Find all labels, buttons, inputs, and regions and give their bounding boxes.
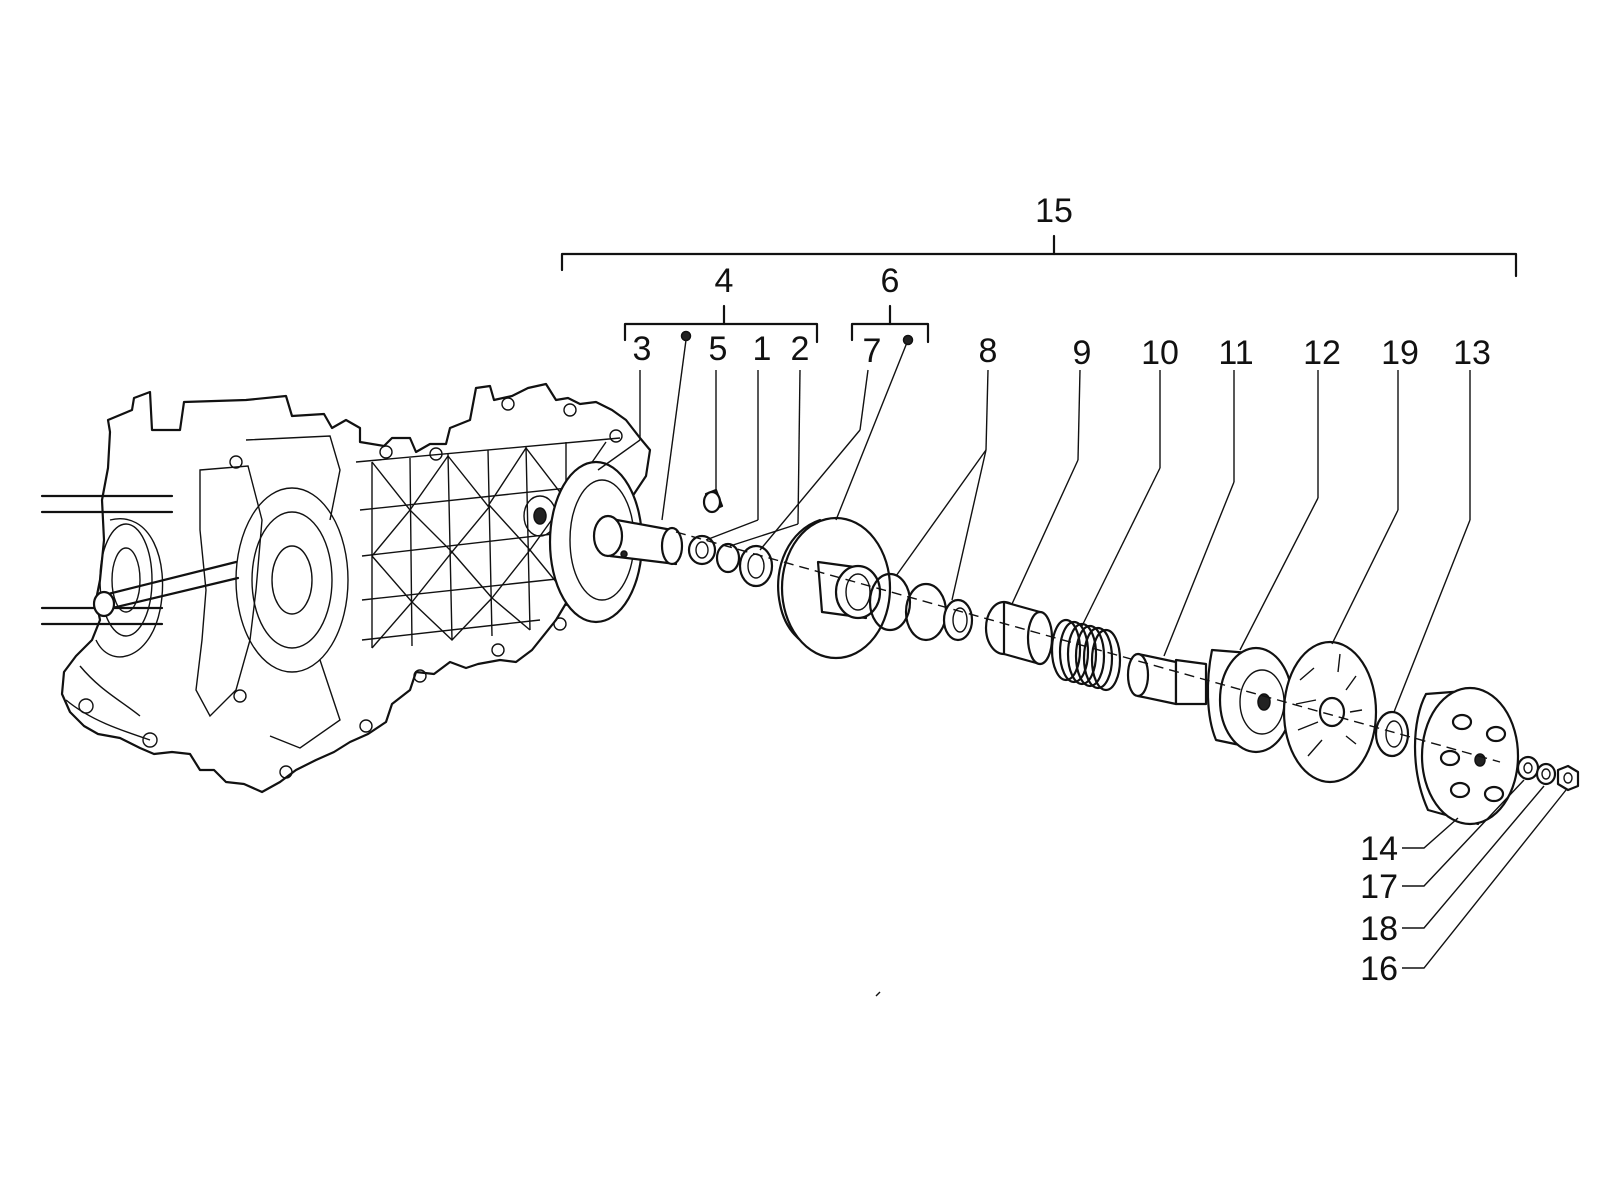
part-10-spring: [1050, 618, 1122, 692]
group-bracket-6: [850, 304, 930, 344]
marker-dot-4: [680, 330, 692, 342]
part-3-fixed-half-pulley: [548, 460, 684, 624]
part-2-ring: [715, 542, 741, 574]
part-14-clutch-bell: [1413, 686, 1520, 826]
part-9-spacer: [984, 600, 1054, 666]
part-17-washer: [1516, 755, 1540, 781]
assembly-axis: [675, 531, 1501, 763]
label-10: 10: [1141, 334, 1179, 372]
label-16: 16: [1360, 950, 1398, 988]
label-6: 6: [881, 262, 900, 300]
label-13: 13: [1453, 334, 1491, 372]
label-18: 18: [1360, 910, 1398, 948]
part-19-fan-plate: [1282, 640, 1378, 784]
label-5: 5: [709, 330, 728, 368]
label-1: 1: [753, 330, 772, 368]
label-17: 17: [1360, 868, 1398, 906]
marker-dot-6: [902, 334, 914, 346]
part-13-bearing: [1374, 710, 1410, 758]
label-12: 12: [1303, 334, 1341, 372]
label-7: 7: [863, 332, 882, 370]
label-2: 2: [791, 330, 810, 368]
part-7-bushing: [738, 544, 774, 588]
part-6-movable-half-pulley: [777, 516, 892, 660]
label-15: 15: [1035, 192, 1073, 230]
label-14: 14: [1360, 830, 1398, 868]
group-bracket-15: [560, 234, 1518, 278]
part-12-clutch: [1206, 646, 1294, 754]
label-4: 4: [715, 262, 734, 300]
group-bracket-4: [623, 304, 819, 344]
part-5-screw: [702, 488, 724, 514]
label-9: 9: [1073, 334, 1092, 372]
part-16-nut: [1556, 764, 1580, 792]
part-18-washer: [1535, 762, 1557, 786]
stray-mark: [875, 991, 881, 997]
part-8-rings: [868, 572, 974, 642]
label-8: 8: [979, 332, 998, 370]
label-19: 19: [1381, 334, 1419, 372]
part-11-sleeve: [1126, 652, 1208, 706]
engine-crankcase: [60, 382, 652, 794]
part-1-ring: [687, 534, 717, 566]
crankshaft-rods: [40, 494, 240, 626]
label-3: 3: [633, 330, 652, 368]
leader-lines: [597, 339, 1567, 969]
label-11: 11: [1218, 334, 1253, 372]
